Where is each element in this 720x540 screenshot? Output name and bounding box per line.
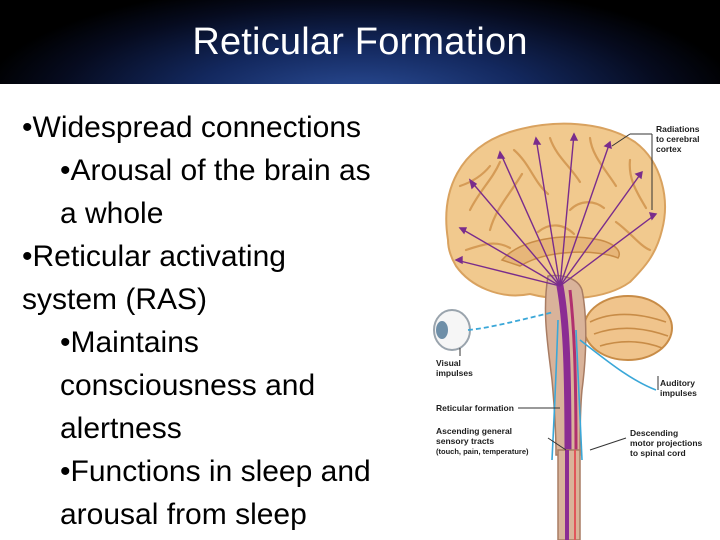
label-auditory: Auditory [660,378,695,388]
leader-lines [459,133,659,451]
label-ascending: Ascending general [436,426,512,436]
figure-labels: Radiations to cerebral cortex Visual imp… [436,124,703,458]
eye [433,309,555,351]
bullet-line: •Arousal of the brain as [60,154,371,187]
brain-illustration: Radiations to cerebral cortex Visual imp… [430,90,720,540]
bullet-line: arousal from sleep [60,498,307,531]
label-radiations: to cerebral [656,134,699,144]
reticular-core-highlight [568,289,578,456]
bullet-line: system (RAS) [22,283,208,316]
label-auditory: impulses [660,388,697,398]
label-radiations: Radiations [656,124,700,134]
brain-diagram: Radiations to cerebral cortex Visual imp… [433,122,703,540]
label-visual: impulses [436,368,473,378]
label-descending: motor projections [630,438,703,448]
bullet-line: alertness [60,412,182,445]
bullet-line: •Functions in sleep and [60,455,371,488]
title-bar: Reticular Formation [0,0,720,84]
radiation-arrows [454,132,658,287]
reticular-core [556,282,572,459]
bullet-line: a whole [60,197,164,230]
cerebellum [583,295,673,361]
label-ascending: (touch, pain, temperature) [436,447,529,456]
bullet-line: consciousness and [60,369,316,402]
label-reticular-formation: Reticular formation [436,403,514,413]
label-descending: Descending [630,428,678,438]
bullet-line: •Maintains [60,326,199,359]
label-descending: to spinal cord [630,448,686,458]
label-radiations: cortex [656,144,682,154]
bullet-line: •Reticular activating [22,240,286,273]
slide-title: Reticular Formation [192,20,528,63]
sensory-tracts [551,319,657,461]
bullet-list: •Widespread connections •Arousal of the … [22,106,442,536]
label-visual: Visual [436,358,461,368]
label-ascending: sensory tracts [436,436,494,446]
bullet-line: •Widespread connections [22,111,362,144]
